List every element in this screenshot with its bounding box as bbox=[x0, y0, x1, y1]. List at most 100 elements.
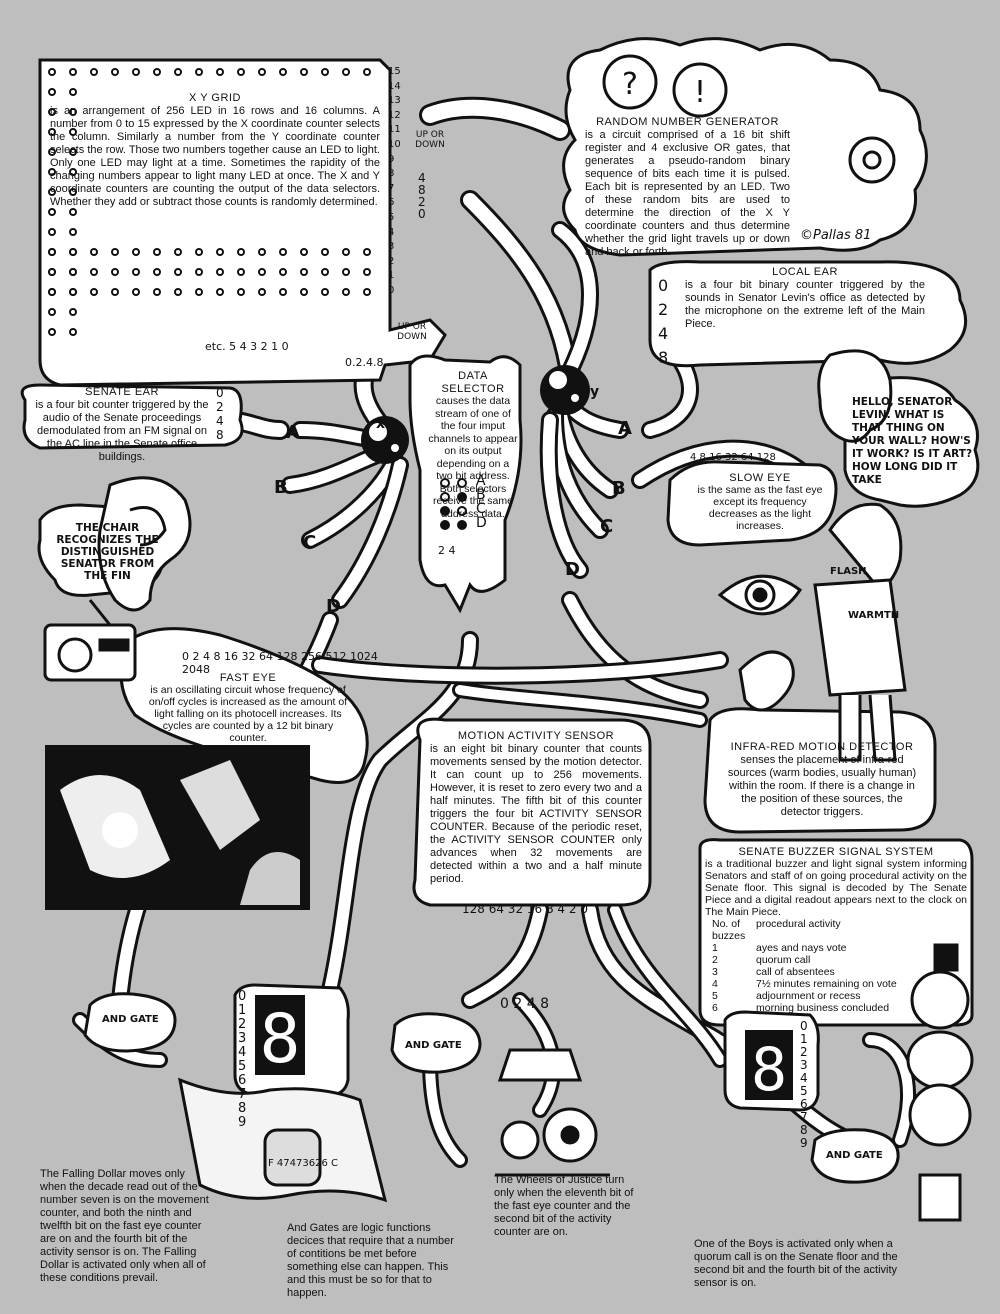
led-dot bbox=[111, 248, 119, 256]
digit-left: 0 bbox=[238, 989, 247, 1004]
channel-b-right: B bbox=[612, 478, 626, 499]
led-dot bbox=[342, 288, 350, 296]
led-dot bbox=[321, 248, 329, 256]
led-dot bbox=[195, 68, 203, 76]
hello-speech: HELLO, SENATOR LEVIN. WHAT IS THAT THING… bbox=[852, 396, 973, 486]
buzzer-activity: quorum call bbox=[756, 954, 811, 966]
led-dot bbox=[216, 268, 224, 276]
led-dot bbox=[48, 68, 56, 76]
infrared-text: senses the placement of infra-red source… bbox=[727, 754, 917, 818]
digit-right: 1 bbox=[800, 1032, 808, 1046]
led-dot bbox=[69, 228, 77, 236]
motion-text: is an eight bit binary counter that coun… bbox=[430, 743, 642, 885]
led-dot bbox=[342, 68, 350, 76]
buzzer-count: 6 bbox=[712, 1002, 718, 1014]
svg-text:8: 8 bbox=[751, 1035, 787, 1105]
buzzer-header-activity: procedural activity bbox=[756, 918, 841, 930]
flash-label: FLASH bbox=[830, 566, 867, 577]
led-dot bbox=[48, 148, 56, 156]
fast-eye-title: FAST EYE bbox=[219, 672, 277, 684]
eye-icon bbox=[717, 574, 803, 616]
led-dot bbox=[132, 288, 140, 296]
data-selector-text: causes the data stream of one of the fou… bbox=[428, 395, 518, 520]
led-dot bbox=[69, 168, 77, 176]
led-dot bbox=[69, 68, 77, 76]
xy-grid-text: is an arrangement of 256 LED in 16 rows … bbox=[50, 105, 380, 208]
led-dot bbox=[90, 248, 98, 256]
wheels-caption: The Wheels of Justice turn only when the… bbox=[494, 1174, 634, 1238]
led-dot bbox=[48, 208, 56, 216]
digit-left: 9 bbox=[238, 1115, 247, 1130]
led-grid bbox=[48, 68, 371, 336]
selector-letter: C bbox=[476, 501, 486, 517]
row-number: 3 bbox=[388, 241, 395, 253]
selector-letter: A bbox=[476, 473, 486, 489]
led-dot bbox=[48, 288, 56, 296]
digit-right: 5 bbox=[800, 1084, 808, 1098]
slow-eye-block: SLOW EYE is the same as the fast eye exc… bbox=[690, 472, 830, 532]
digit-left: 5 bbox=[238, 1059, 247, 1074]
led-dot bbox=[258, 68, 266, 76]
led-dot bbox=[69, 308, 77, 316]
grid-bits-top: 4 8 2 0 bbox=[418, 171, 426, 221]
selector-letter: D bbox=[476, 515, 487, 531]
led-dot bbox=[363, 68, 371, 76]
digit-right: 0 bbox=[800, 1019, 808, 1033]
one-of-the-boys bbox=[906, 943, 974, 1222]
and-gates-caption: And Gates are logic functions decices th… bbox=[287, 1222, 454, 1299]
wheels-bits: 0 2 4 8 bbox=[500, 996, 549, 1012]
svg-text:?: ? bbox=[622, 67, 638, 102]
buzzer-count: 4 bbox=[712, 978, 718, 990]
row-number: 14 bbox=[388, 80, 401, 92]
row-number: 4 bbox=[388, 226, 395, 238]
led-dot bbox=[279, 248, 287, 256]
buzzer-count: 2 bbox=[712, 954, 718, 966]
radio-icon bbox=[43, 599, 137, 682]
local-ear-title: LOCAL EAR bbox=[772, 266, 838, 278]
seven-seg-left: 8 bbox=[255, 995, 305, 1079]
led-dot bbox=[69, 188, 77, 196]
ear-icons bbox=[97, 349, 893, 612]
row-number: 1 bbox=[388, 270, 395, 282]
led-dot bbox=[48, 128, 56, 136]
and-gate-label-2: AND GATE bbox=[405, 1040, 462, 1051]
digit-left: 2 bbox=[238, 1017, 247, 1032]
led-dot bbox=[48, 328, 56, 336]
row-number: 13 bbox=[388, 95, 401, 107]
led-dot bbox=[216, 288, 224, 296]
motion-block: MOTION ACTIVITY SENSOR is an eight bit b… bbox=[430, 730, 642, 886]
senate-ear-title: SENATE EAR bbox=[85, 386, 159, 398]
led-dot bbox=[90, 68, 98, 76]
led-dot bbox=[153, 268, 161, 276]
led-dot bbox=[300, 268, 308, 276]
led-dot bbox=[48, 88, 56, 96]
row-number: 9 bbox=[388, 153, 395, 165]
rng-block: RANDOM NUMBER GENERATOR is a circuit com… bbox=[585, 116, 790, 259]
up-down-top: UP OR DOWN bbox=[415, 130, 445, 150]
led-dot bbox=[321, 68, 329, 76]
buzzer-text: is a traditional buzzer and light signal… bbox=[705, 858, 967, 918]
xy-grid-title: X Y GRID bbox=[189, 92, 241, 104]
row-number: 10 bbox=[388, 138, 401, 150]
led-dot bbox=[132, 248, 140, 256]
led-dot bbox=[69, 288, 77, 296]
led-dot bbox=[300, 68, 308, 76]
rng-title: RANDOM NUMBER GENERATOR bbox=[596, 116, 779, 128]
chair-speech: THE CHAIR RECOGNIZES THE DISTINGUISHED S… bbox=[56, 522, 159, 582]
led-dot bbox=[174, 68, 182, 76]
warmth-label: WARMTH bbox=[848, 610, 900, 621]
selector-bits: 2 4 bbox=[438, 544, 456, 557]
dollar-serial: F 47473626 C bbox=[268, 1158, 338, 1169]
visitor-figure bbox=[738, 502, 907, 762]
data-selector-block: DATA SELECTOR causes the data stream of … bbox=[428, 370, 518, 520]
local-ear-bit: 4 bbox=[658, 324, 669, 343]
row-number: 8 bbox=[388, 168, 395, 180]
thought-icons: ? ! bbox=[602, 54, 896, 184]
buzzer-activity: adjournment or recess bbox=[756, 990, 861, 1002]
led-dot bbox=[48, 188, 56, 196]
